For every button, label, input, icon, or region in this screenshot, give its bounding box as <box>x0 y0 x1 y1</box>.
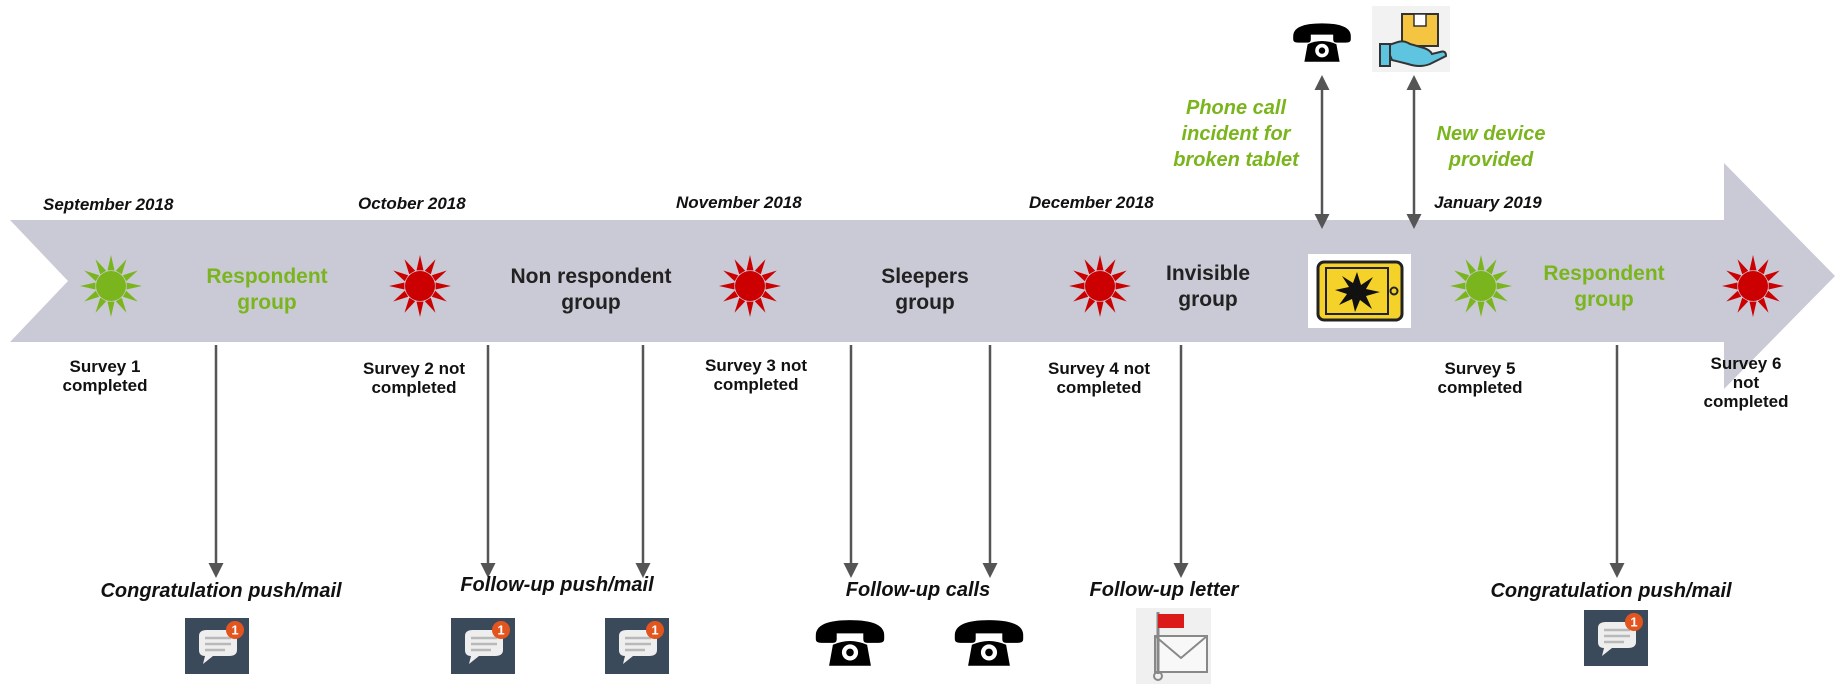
survey-missed-sun-icon <box>389 255 451 317</box>
chat-notification-icon <box>185 618 249 674</box>
incident-telephone-icon <box>1293 23 1351 62</box>
month-label: December 2018 <box>1029 193 1154 212</box>
group-label: Non respondent group <box>510 265 672 314</box>
envelope-flag-icon <box>1136 608 1211 684</box>
action-label: Congratulation push/mail <box>1490 580 1732 602</box>
connectors <box>208 75 1625 578</box>
group-label: Invisible group <box>1165 262 1251 311</box>
group-label: Respondent group <box>1543 262 1665 311</box>
month-label: November 2018 <box>676 193 802 212</box>
telephone-icon <box>815 620 885 666</box>
survey-label: Survey 2 not completed <box>362 359 466 397</box>
group-label: Respondent group <box>206 265 328 314</box>
action-label: Follow-up letter <box>1089 579 1239 601</box>
telephone-icon <box>954 620 1024 666</box>
survey-label: Survey 1 completed <box>62 357 148 395</box>
action-label: Follow-up push/mail <box>460 574 654 596</box>
survey-completed-sun-icon <box>80 255 142 317</box>
survey-missed-sun-icon <box>1069 255 1131 317</box>
action-label: Follow-up calls <box>845 579 991 601</box>
chat-notification-icon <box>451 618 515 674</box>
chat-notification-icon <box>1584 610 1648 666</box>
survey-label: Survey 4 not completed <box>1047 359 1151 397</box>
survey-label: Survey 6 not completed <box>1703 354 1789 411</box>
survey-missed-sun-icon <box>719 255 781 317</box>
survey-label: Survey 5 completed <box>1437 359 1523 397</box>
timeline-arrow <box>10 163 1835 389</box>
survey-completed-sun-icon <box>1450 255 1512 317</box>
broken-tablet-icon <box>1308 254 1411 328</box>
month-label: January 2019 <box>1434 193 1542 212</box>
device-note: New device provided <box>1436 123 1546 171</box>
month-label: September 2018 <box>43 195 174 214</box>
survey-missed-sun-icon <box>1722 255 1784 317</box>
survey-label: Survey 3 not completed <box>704 356 808 394</box>
survey-suns <box>80 255 1784 317</box>
group-label: Sleepers group <box>881 265 969 314</box>
incident-note: Phone call incident for broken tablet <box>1173 97 1299 171</box>
month-label: October 2018 <box>358 194 466 213</box>
chat-notification-icon <box>605 618 669 674</box>
action-label: Congratulation push/mail <box>100 580 342 602</box>
package-hand-icon <box>1372 6 1450 72</box>
